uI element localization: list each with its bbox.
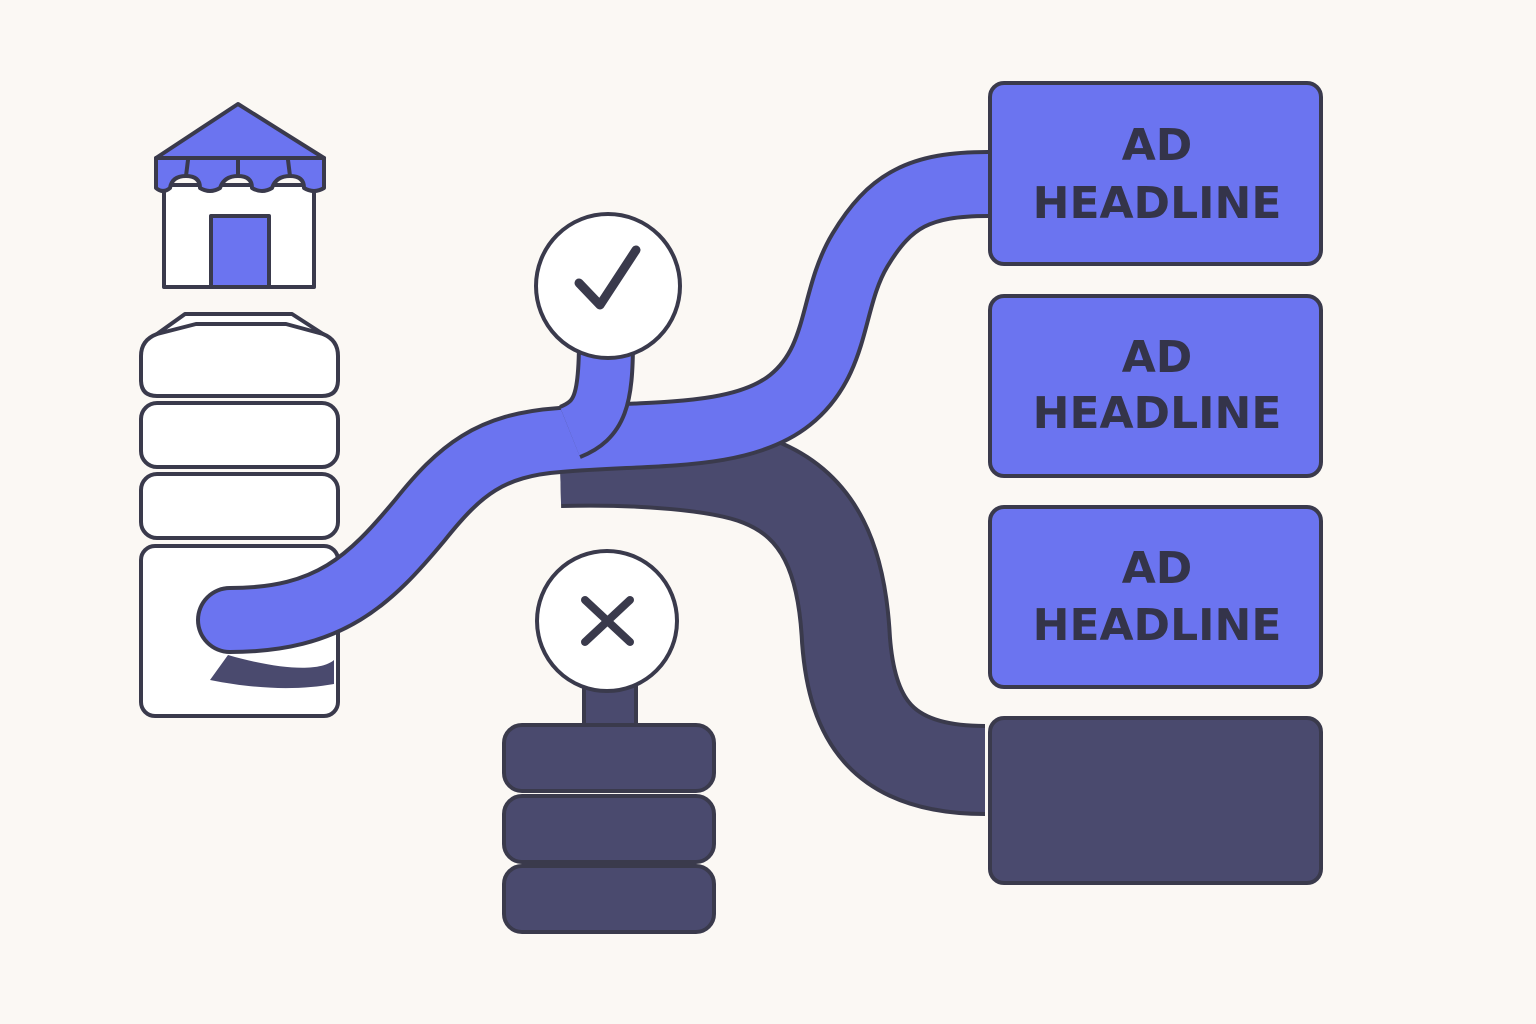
rejected-marker [535,549,679,693]
rejected-ad-card [988,716,1323,885]
ad-card-line2: HEADLINE [1033,178,1282,229]
accepted-marker [534,212,682,360]
ad-card-line2: HEADLINE [1033,388,1282,439]
left-stack [139,312,340,718]
rejected-stack [502,723,716,934]
ad-card: AD HEADLINE [988,294,1323,478]
ad-card-line1: AD [1122,332,1193,383]
ad-card-line1: AD [1122,543,1193,594]
ad-card: AD HEADLINE [988,81,1323,266]
accepted-path [196,150,1022,689]
storefront-icon [154,102,326,289]
ad-card: AD HEADLINE [988,505,1323,689]
ad-card-line1: AD [1122,120,1193,171]
check-icon [574,245,641,310]
ad-card-line2: HEADLINE [1033,600,1282,651]
x-icon [581,596,634,646]
